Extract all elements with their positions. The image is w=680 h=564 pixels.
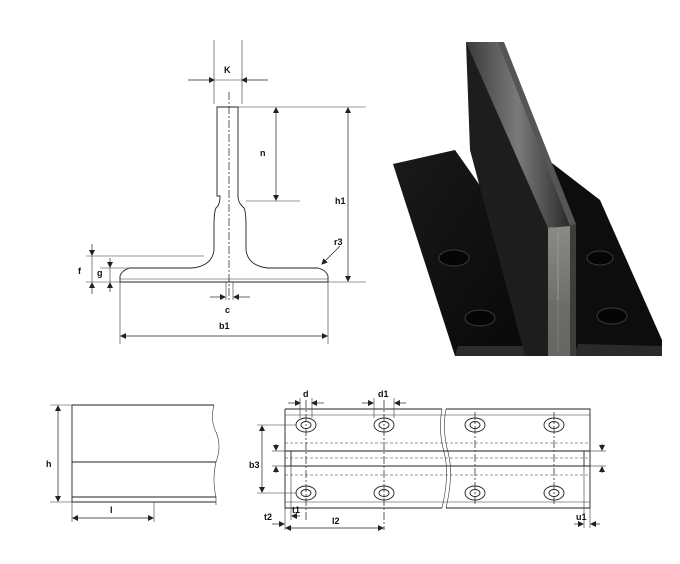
bolt-holes-top	[295, 417, 565, 433]
label-l: l	[110, 505, 113, 515]
label-l2: l2	[332, 516, 340, 526]
label-h1: h1	[335, 196, 346, 206]
label-d1: d1	[378, 389, 389, 399]
label-u1: u1	[576, 512, 587, 522]
rail-photo	[393, 42, 662, 356]
bolt-holes-bottom	[295, 485, 565, 501]
rail-web	[466, 42, 548, 356]
label-g: g	[97, 268, 103, 278]
label-t1: t1	[292, 505, 300, 515]
label-r3: r3	[334, 237, 343, 247]
label-h: h	[46, 459, 52, 469]
rail-blade-top	[466, 42, 570, 228]
label-c: c	[225, 305, 230, 315]
label-b3: b3	[249, 460, 260, 470]
t-profile-section: K n h1 r3 f g c	[78, 40, 366, 344]
label-K: K	[224, 65, 231, 75]
label-b1: b1	[219, 321, 230, 331]
label-d: d	[303, 389, 309, 399]
t-profile-outline	[119, 106, 329, 283]
label-n: n	[260, 148, 266, 158]
plan-view: d d1 b3 t2 t1 l2	[249, 389, 606, 531]
label-f: f	[78, 266, 82, 276]
side-view: h l	[46, 404, 220, 522]
label-t2: t2	[264, 512, 272, 522]
